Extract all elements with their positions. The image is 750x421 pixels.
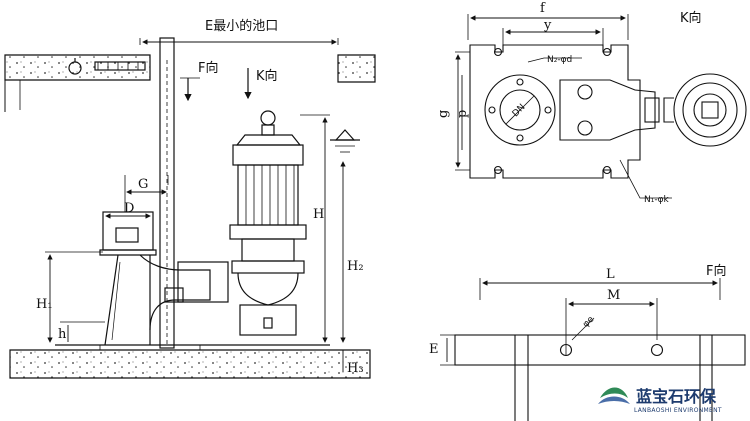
k-view-title: K向 bbox=[680, 10, 702, 26]
dim-g: g bbox=[436, 110, 451, 118]
dim-p: p bbox=[455, 110, 470, 118]
pit-floor bbox=[9, 349, 371, 379]
motor-top-view bbox=[673, 73, 747, 147]
coupling-bracket bbox=[102, 211, 154, 251]
company-logo: 蓝宝石环保 LANBAOSHI ENVIRONMENT bbox=[598, 387, 722, 414]
mounting-plate bbox=[454, 334, 746, 366]
dim-H2: H₂ bbox=[347, 259, 364, 274]
dim-y: y bbox=[543, 18, 552, 33]
base-plate bbox=[469, 44, 641, 179]
submersible-pump bbox=[229, 110, 307, 336]
dim-M: M bbox=[607, 288, 620, 303]
k-direction-label: K向 bbox=[256, 68, 278, 84]
discharge-flange bbox=[484, 74, 556, 146]
dim-G: G bbox=[138, 177, 148, 192]
dim-H: H bbox=[313, 207, 324, 222]
dim-f: f bbox=[540, 1, 546, 16]
logo-name-cn: 蓝宝石环保 bbox=[636, 387, 717, 406]
k-view bbox=[455, 14, 747, 199]
dim-H1: H₁ bbox=[36, 297, 53, 312]
n1-label: N₁-φk bbox=[644, 195, 670, 205]
side-view bbox=[4, 37, 376, 379]
f-view-title: F向 bbox=[706, 263, 726, 279]
f-direction-label: F向 bbox=[198, 60, 218, 76]
dim-E: E bbox=[429, 342, 439, 357]
dim-phi-e: φe bbox=[581, 314, 597, 330]
dim-H3: H₃ bbox=[347, 361, 364, 376]
n2-label: N₂-φd bbox=[547, 55, 572, 65]
pit-opening-label: E最小的池口 bbox=[205, 18, 278, 34]
dim-L: L bbox=[606, 267, 615, 282]
f-view bbox=[440, 278, 746, 421]
elbow-pipe bbox=[139, 254, 211, 331]
dim-D: D bbox=[124, 201, 134, 216]
top-right-slab bbox=[337, 54, 376, 83]
logo-name-en: LANBAOSHI ENVIRONMENT bbox=[634, 407, 722, 414]
dim-h: h bbox=[58, 327, 67, 342]
